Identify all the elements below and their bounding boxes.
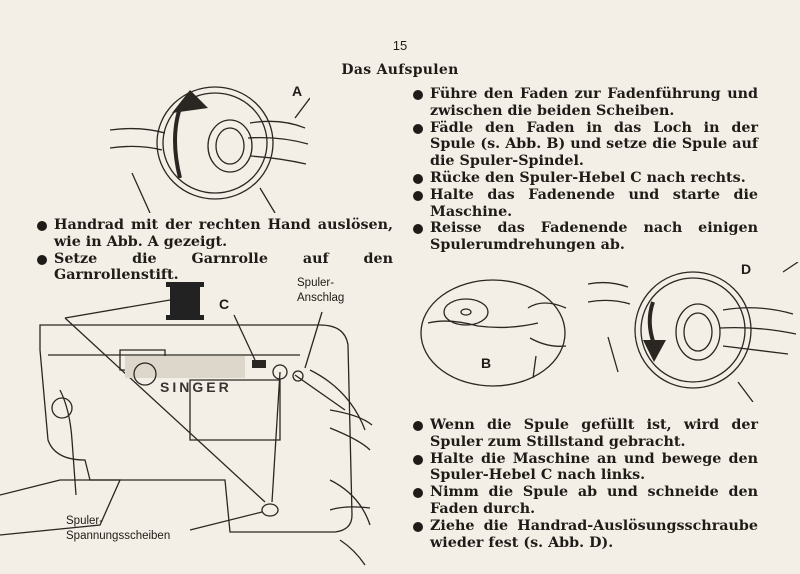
instructions-left: Handrad mit der rechten Hand auslösen, w…: [36, 217, 393, 284]
label-spuler-anschlag: Spuler- Anschlag: [297, 277, 345, 304]
figure-a-handwheel-illustration: [110, 86, 310, 213]
page-number: 15: [392, 38, 408, 53]
figure-b-letter: B: [481, 355, 492, 371]
brand-name: SINGER: [160, 379, 232, 395]
figure-b-bobbin-illustration: [420, 279, 567, 387]
instructions-bottom-right: Wenn die Spule gefüllt ist, wird der Spu…: [412, 417, 758, 551]
list-item: Halte das Fadenende und starte die Masch…: [412, 187, 758, 221]
list-item: Setze die Garnrolle auf den Garnrollenst…: [36, 251, 393, 285]
list-item: Fädle den Faden in das Loch in der Spule…: [412, 120, 758, 170]
list-item: Halte die Maschine an und bewege den Spu…: [412, 451, 758, 485]
figure-a-letter: A: [292, 83, 303, 99]
list-item: Reisse das Fadenende nach einigen Spuler…: [412, 220, 758, 254]
sewing-machine-illustration: SINGER: [0, 282, 373, 566]
page-title: Das Aufspulen: [341, 62, 459, 78]
list-item: Nimm die Spule ab und schneide den Faden…: [412, 484, 758, 518]
figure-c-letter: C: [219, 296, 230, 312]
list-item: Rücke den Spuler-Hebel C nach rechts.: [412, 170, 758, 187]
spool: [170, 284, 200, 318]
figure-d-letter: D: [741, 261, 752, 277]
figure-d-handwheel-illustration: [588, 262, 799, 402]
list-item: Wenn die Spule gefüllt ist, wird der Spu…: [412, 417, 758, 451]
list-item: Handrad mit der rechten Hand auslösen, w…: [36, 217, 393, 251]
list-item: Führe den Faden zur Fadenführung und zwi…: [412, 86, 758, 120]
list-item: Ziehe die Handrad-Auslösungsschraube wie…: [412, 518, 758, 552]
instructions-top-right: Führe den Faden zur Fadenführung und zwi…: [412, 86, 758, 254]
label-spuler-spannungsscheiben: Spuler- Spannungsscheiben: [66, 515, 171, 542]
